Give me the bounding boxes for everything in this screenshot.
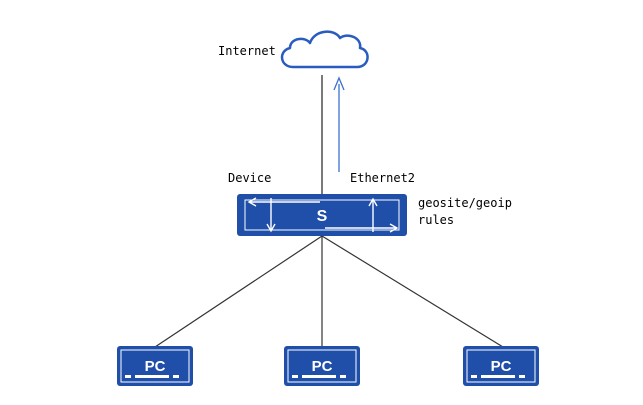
rules-label-line1: geosite/geoip: [418, 196, 512, 210]
internet-label: Internet: [218, 44, 276, 58]
pc-label: PC: [312, 358, 333, 375]
link-pc-right: [321, 235, 504, 348]
upstream-arrow: [333, 76, 345, 172]
cloud-icon: [280, 30, 369, 69]
pc-label: PC: [145, 358, 166, 375]
switch-device: S: [237, 194, 407, 236]
link-pc-left: [154, 235, 323, 348]
device-label: Device: [228, 171, 272, 185]
interface-label: Ethernet2: [350, 171, 416, 185]
pc-device: PC: [463, 346, 539, 386]
pc-label: PC: [491, 358, 512, 375]
pc-device: PC: [284, 346, 360, 386]
switch-letter: S: [317, 208, 328, 225]
pc-device: PC: [117, 346, 193, 386]
rules-label-line2: rules: [418, 213, 455, 227]
